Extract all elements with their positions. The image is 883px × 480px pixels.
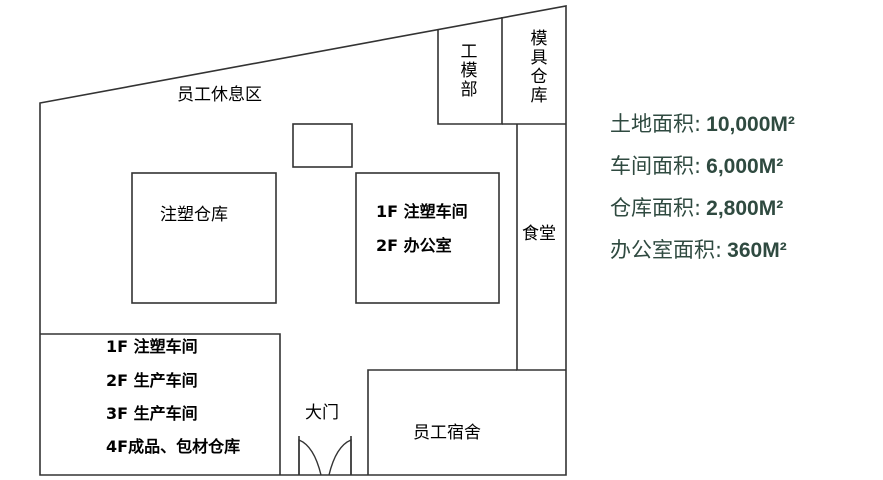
canteen-room: [516, 124, 566, 371]
stacked-char: 仓: [531, 67, 548, 87]
stacked-char: 工: [461, 42, 478, 62]
stat-value: 6,000M²: [706, 155, 784, 178]
stat-row: 车间面积: 6,000M²: [610, 150, 880, 192]
stacked-char: 具: [531, 48, 548, 68]
rest-area-label: 员工休息区: [177, 85, 262, 105]
small-structure: [292, 123, 353, 168]
stat-value: 10,000M²: [706, 113, 795, 136]
stacked-char: 部: [461, 80, 478, 100]
multi-floor-building: [40, 333, 281, 475]
building-floor-1-label: 1F 注塑车间: [106, 337, 198, 356]
mold-dept-label: 工模部: [461, 42, 478, 100]
gate-door-right: [328, 438, 352, 476]
canteen-label: 食堂: [522, 224, 556, 244]
stacked-char: 模: [461, 61, 478, 81]
dormitory-room: [367, 369, 517, 475]
dormitory-label: 员工宿舍: [413, 423, 481, 443]
stat-label: 车间面积:: [610, 154, 702, 178]
stat-row: 土地面积: 10,000M²: [610, 108, 880, 150]
stat-value: 360M²: [727, 239, 787, 262]
center-workshop-2f-label: 2F 办公室: [376, 236, 452, 255]
stacked-char: 库: [531, 86, 548, 106]
mold-warehouse-label: 模具仓库: [531, 29, 548, 106]
main-gate-label: 大门: [305, 403, 339, 423]
stat-label: 办公室面积:: [610, 238, 723, 262]
area-statistics: 土地面积: 10,000M² 车间面积: 6,000M² 仓库面积: 2,800…: [610, 108, 880, 276]
stat-label: 仓库面积:: [610, 196, 702, 220]
center-workshop-1f-label: 1F 注塑车间: [376, 202, 468, 221]
center-workshop-room: [355, 172, 500, 304]
stat-label: 土地面积:: [610, 112, 702, 136]
site-boundary: [39, 5, 567, 476]
mold-dept-room: [437, 17, 503, 125]
building-floor-2-label: 2F 生产车间: [106, 371, 198, 390]
stacked-char: 模: [531, 29, 548, 49]
stat-value: 2,800M²: [706, 197, 784, 220]
stat-row: 办公室面积: 360M²: [610, 234, 880, 276]
injection-warehouse-room: [131, 172, 277, 304]
gate-door-left: [298, 438, 322, 476]
building-floor-3-label: 3F 生产车间: [106, 404, 198, 423]
building-floor-4-label: 4F成品、包材仓库: [106, 437, 240, 456]
injection-warehouse-label: 注塑仓库: [160, 205, 228, 225]
stat-row: 仓库面积: 2,800M²: [610, 192, 880, 234]
